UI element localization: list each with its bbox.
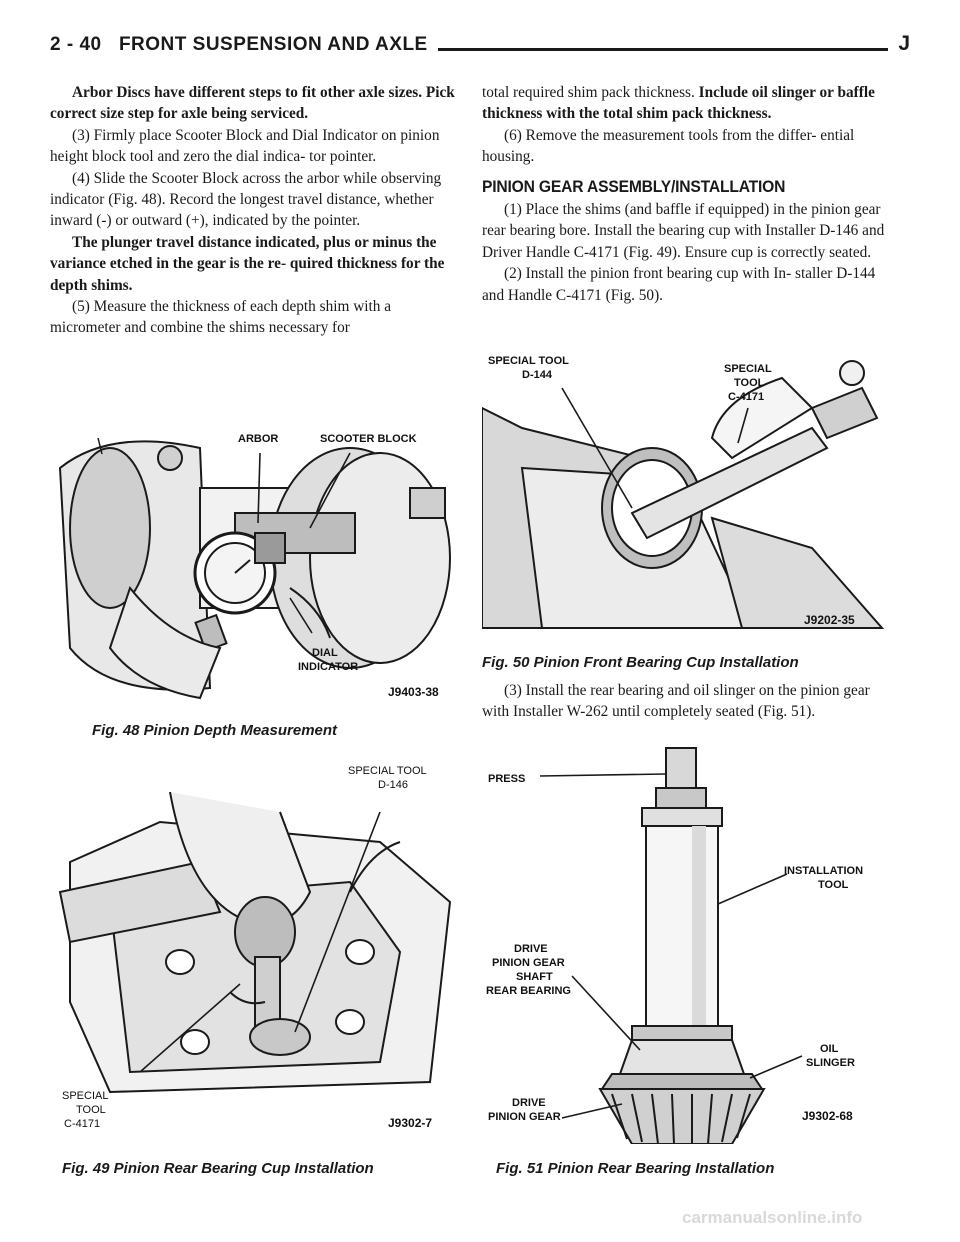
figure-code: J9302-7: [388, 1116, 432, 1130]
brand-letter: J: [888, 32, 910, 56]
right-column-text: total required shim pack thickness. Incl…: [482, 82, 892, 306]
paragraph-text: total required shim pack thickness.: [482, 84, 695, 101]
figure-code: J9302-68: [802, 1109, 853, 1123]
figure-48-caption: Fig. 48 Pinion Depth Measurement: [92, 722, 338, 739]
header-title: 2 - 40 FRONT SUSPENSION AND AXLE: [50, 34, 438, 56]
label-pinion-gear: PINION GEAR: [492, 957, 565, 969]
section-title: FRONT SUSPENSION AND AXLE: [118, 34, 428, 55]
paragraph-bold-text: Include oil slinger or baffle thickness …: [482, 84, 875, 123]
label-arbor: ARBOR: [238, 433, 278, 445]
figure-code: J9202-35: [804, 613, 855, 627]
paragraph: (2) Install the pinion front bearing cup…: [482, 265, 876, 304]
figure-code: J9403-38: [388, 685, 439, 699]
label-tool: TOOL: [818, 879, 849, 891]
label-special-tool: SPECIAL TOOL: [348, 765, 427, 777]
label-drive-gear: DRIVE: [512, 1097, 546, 1109]
paragraph: (5) Measure the thickness of each depth …: [50, 298, 392, 337]
label-oil: OIL: [820, 1043, 839, 1055]
header-rule: [50, 48, 910, 51]
label-shaft: SHAFT: [516, 971, 553, 983]
right-column-text-bottom: (3) Install the rear bearing and oil sli…: [482, 680, 892, 723]
figure-48-illustration: ARBOR SCOOTER BLOCK DIAL INDICATOR J9403…: [50, 408, 460, 708]
label-press: PRESS: [488, 773, 525, 785]
section-heading: PINION GEAR ASSEMBLY/INSTALLATION: [482, 176, 786, 196]
paragraph: (4) Slide the Scooter Block across the a…: [50, 169, 442, 230]
page-number: 2 - 40: [50, 34, 102, 55]
paragraph: (6) Remove the measurement tools from th…: [482, 126, 855, 166]
figure-50-illustration: SPECIAL TOOL D-144 SPECIAL TOOL C-4171 J…: [482, 348, 892, 638]
label-dial: DIAL: [312, 647, 338, 659]
watermark: carmanualsonline.info: [682, 1208, 863, 1227]
label-tool: TOOL: [734, 377, 765, 389]
figure-51-caption: Fig. 51 Pinion Rear Bearing Installation: [496, 1160, 775, 1177]
figure-49-caption: Fig. 49 Pinion Rear Bearing Cup Installa…: [62, 1160, 374, 1177]
figure-49-illustration: SPECIAL TOOL D-146 SPECIAL TOOL C-4171 J…: [50, 752, 460, 1142]
label-indicator: INDICATOR: [298, 661, 358, 673]
paragraph: Arbor Discs have different steps to fit …: [50, 84, 455, 123]
paragraph: (3) Firmly place Scooter Block and Dial …: [50, 126, 440, 166]
left-column-text: Arbor Discs have different steps to fit …: [50, 82, 462, 339]
label-drive: DRIVE: [514, 943, 548, 955]
label-installation: INSTALLATION: [784, 865, 863, 877]
label-d144: D-144: [522, 369, 553, 381]
label-scooter-block: SCOOTER BLOCK: [320, 433, 417, 445]
page-header: 2 - 40 FRONT SUSPENSION AND AXLE J: [50, 28, 910, 68]
figure-50-caption: Fig. 50 Pinion Front Bearing Cup Install…: [482, 654, 799, 671]
label-special: SPECIAL: [62, 1090, 108, 1102]
label-tool: TOOL: [76, 1104, 106, 1116]
label-c4171: C-4171: [728, 391, 764, 403]
label-special-tool: SPECIAL TOOL: [488, 355, 569, 367]
paragraph: total required shim pack thickness. Incl…: [482, 82, 892, 125]
paragraph: (1) Place the shims (and baffle if equip…: [482, 201, 885, 261]
label-d146: D-146: [378, 779, 408, 791]
label-special: SPECIAL: [724, 363, 772, 375]
label-pinion-gear-bottom: PINION GEAR: [488, 1111, 561, 1123]
label-slinger: SLINGER: [806, 1057, 855, 1069]
label-rear-bearing: REAR BEARING: [486, 985, 571, 997]
label-c4171: C-4171: [64, 1118, 100, 1130]
paragraph: The plunger travel distance indicated, p…: [50, 233, 445, 294]
paragraph: (3) Install the rear bearing and oil sli…: [482, 682, 870, 721]
figure-51-illustration: PRESS INSTALLATION TOOL DRIVE PINION GEA…: [482, 744, 892, 1144]
